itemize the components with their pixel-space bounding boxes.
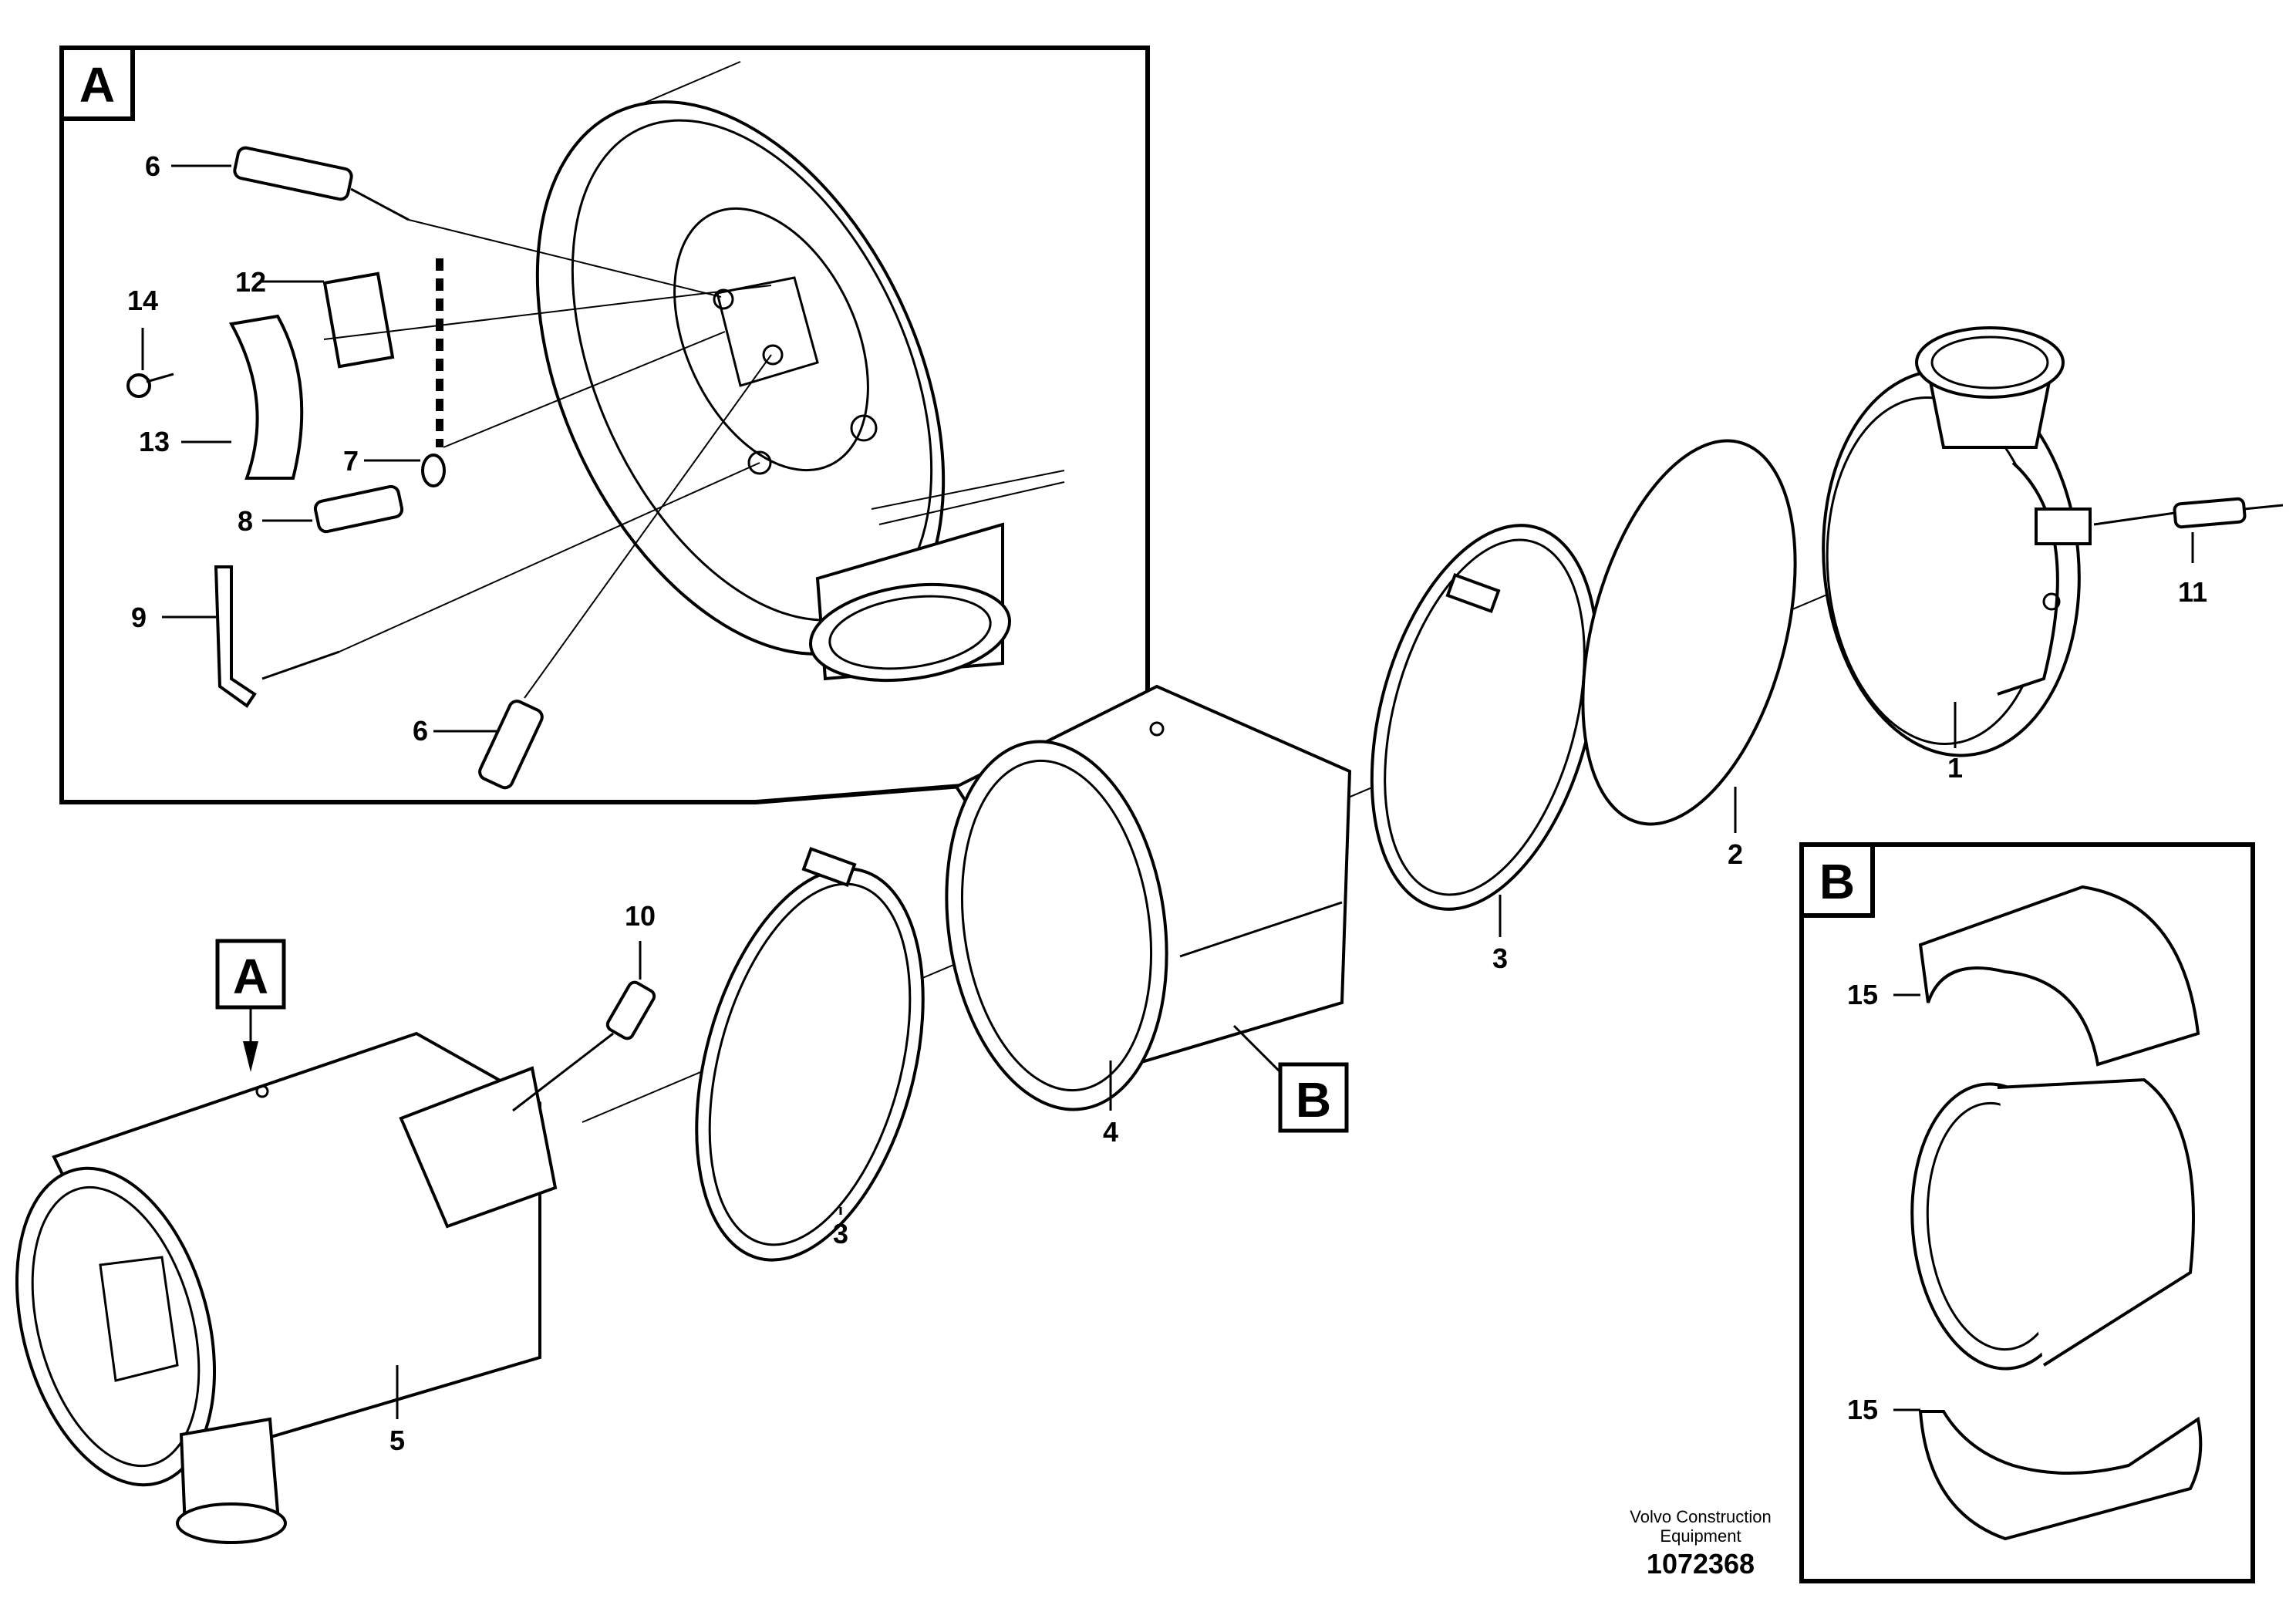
heat-shield-halves-15 [1910, 885, 2203, 1541]
callout-5: 5 [389, 1425, 405, 1456]
callout-15-top: 15 [1847, 979, 1878, 1010]
callout-2: 2 [1728, 838, 1743, 870]
callout-11: 11 [2178, 576, 2207, 608]
footer-company-line1: Volvo Construction [1630, 1507, 1771, 1526]
callout-labels: 6 12 14 13 7 8 9 6 10 11 1 2 3 4 3 5 15 … [127, 150, 2207, 1456]
end-cover-detail [535, 61, 1065, 683]
callout-8: 8 [238, 505, 253, 537]
callout-9: 9 [131, 602, 147, 633]
detail-a-label: A [79, 57, 115, 113]
callout-3-lower: 3 [833, 1218, 848, 1249]
callout-7: 7 [343, 445, 359, 477]
clamp-3-lower [695, 847, 925, 1262]
callout-13: 13 [139, 426, 170, 457]
footer-company-line2: Equipment [1660, 1526, 1741, 1546]
view-b-marker: B [1232, 1024, 1349, 1133]
view-a-marker-label: A [233, 949, 268, 1004]
callout-3-upper: 3 [1492, 943, 1508, 974]
callout-12: 12 [235, 266, 266, 298]
detail-b-label: B [1819, 854, 1855, 909]
view-a-marker: A [215, 939, 286, 1072]
leader-lines [141, 164, 2194, 1419]
callout-1: 1 [1947, 752, 1963, 784]
callout-14: 14 [127, 285, 158, 316]
callout-6-top: 6 [145, 150, 160, 182]
detail-a-frame: A [59, 46, 1150, 804]
drawing-footer: Volvo Construction Equipment 1072368 [1630, 1507, 1771, 1580]
callout-6-bottom: 6 [413, 715, 428, 747]
detail-a-small-parts [126, 146, 772, 790]
view-b-marker-label: B [1296, 1072, 1331, 1128]
temperature-sensor-11 [2093, 497, 2284, 529]
inlet-housing-1 [1822, 326, 2092, 757]
temperature-sensor-10 [512, 980, 656, 1112]
muffler-body-5 [15, 1031, 558, 1544]
detail-b-frame: B [1799, 842, 2255, 1583]
catalyst-4 [945, 684, 1352, 1111]
callout-15-bottom: 15 [1847, 1394, 1878, 1425]
callout-4: 4 [1103, 1116, 1118, 1148]
footer-drawing-number: 1072368 [1647, 1548, 1755, 1580]
clamp-3-upper [1370, 524, 1600, 911]
callout-10: 10 [625, 900, 656, 932]
gasket-ring-2 [1581, 439, 1797, 826]
